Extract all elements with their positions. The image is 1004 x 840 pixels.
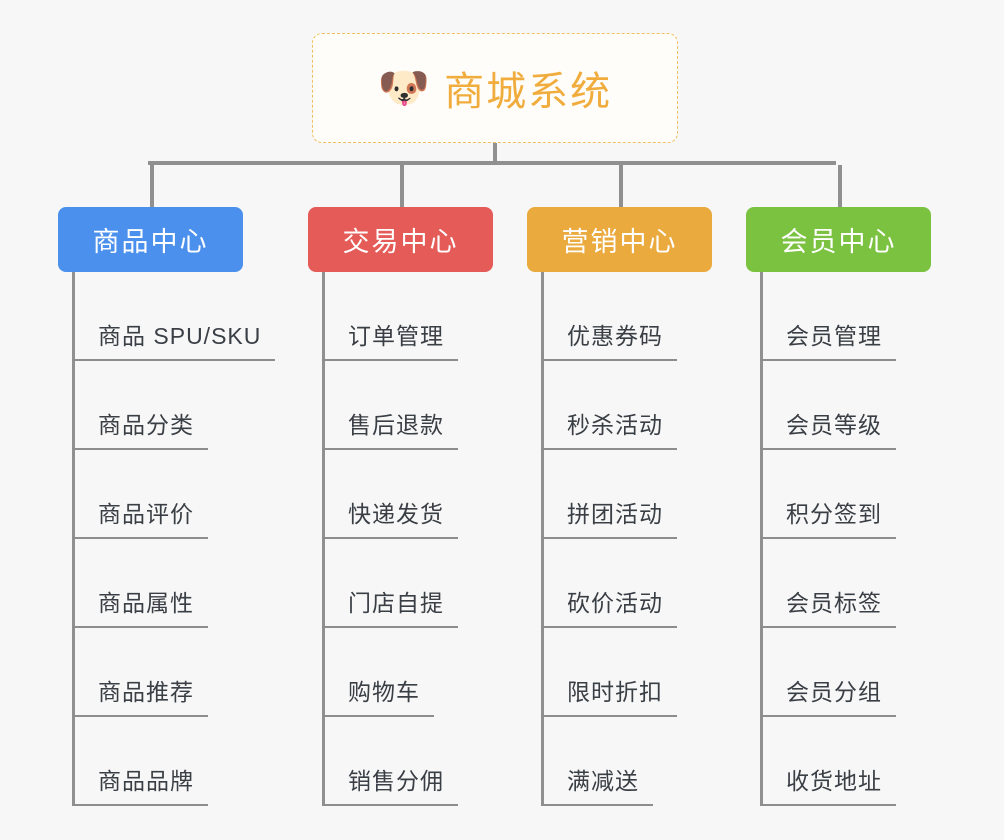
connector-root-stem: [493, 143, 497, 165]
leaf-underline: 商品品牌: [72, 762, 208, 806]
leaf-underline: 门店自提: [322, 584, 458, 628]
list-item[interactable]: 商品推荐: [72, 628, 262, 717]
leaf-list-trade-center: 订单管理 售后退款 快递发货 门店自提 购物车 销售分佣: [322, 272, 512, 806]
list-item[interactable]: 售后退款: [322, 361, 512, 450]
root-node-mall-system[interactable]: 🐶 商城系统: [312, 33, 678, 143]
leaf-underline: 售后退款: [322, 406, 458, 450]
root-node-title: 商城系统: [444, 70, 613, 114]
list-item[interactable]: 会员管理: [760, 272, 950, 361]
leaf-list-product-center: 商品 SPU/SKU 商品分类 商品评价 商品属性 商品推荐 商品品牌: [72, 272, 276, 806]
leaf-underline: 商品属性: [72, 584, 208, 628]
list-item[interactable]: 砍价活动: [541, 539, 731, 628]
leaf-underline: 会员标签: [760, 584, 896, 628]
leaf-underline: 积分签到: [760, 495, 896, 539]
list-item[interactable]: 商品品牌: [72, 717, 262, 806]
list-item[interactable]: 商品分类: [72, 361, 262, 450]
list-item[interactable]: 快递发货: [322, 450, 512, 539]
leaf-label: 会员等级: [786, 412, 882, 438]
leaf-label: 门店自提: [348, 590, 444, 616]
leaf-label: 优惠券码: [567, 323, 663, 349]
leaf-underline: 商品 SPU/SKU: [72, 317, 276, 361]
connector-drop-trade-center: [400, 165, 404, 207]
list-item[interactable]: 订单管理: [322, 272, 512, 361]
list-item[interactable]: 收货地址: [760, 717, 950, 806]
leaf-label: 会员分组: [786, 679, 882, 705]
leaf-label: 购物车: [348, 679, 420, 705]
list-item[interactable]: 购物车: [322, 628, 512, 717]
category-header-label: 交易中心: [342, 227, 459, 257]
leaf-label: 满减送: [567, 768, 639, 794]
connector-drop-member-center: [838, 165, 842, 207]
connector-horizontal-bus: [148, 161, 836, 165]
list-item[interactable]: 优惠券码: [541, 272, 731, 361]
list-item[interactable]: 会员标签: [760, 539, 950, 628]
leaf-underline: 购物车: [322, 673, 434, 717]
leaf-list-member-center: 会员管理 会员等级 积分签到 会员标签 会员分组 收货地址: [760, 272, 950, 806]
leaf-underline: 优惠券码: [541, 317, 677, 361]
leaf-underline: 商品分类: [72, 406, 208, 450]
leaf-label: 收货地址: [786, 768, 882, 794]
leaf-label: 商品品牌: [98, 768, 194, 794]
category-header-product-center[interactable]: 商品中心: [58, 207, 243, 272]
leaf-label: 拼团活动: [567, 501, 663, 527]
list-item[interactable]: 会员等级: [760, 361, 950, 450]
list-item[interactable]: 销售分佣: [322, 717, 512, 806]
leaf-underline: 砍价活动: [541, 584, 677, 628]
leaf-underline: 快递发货: [322, 495, 458, 539]
leaf-underline: 会员等级: [760, 406, 896, 450]
list-item[interactable]: 拼团活动: [541, 450, 731, 539]
list-item[interactable]: 满减送: [541, 717, 731, 806]
list-item[interactable]: 门店自提: [322, 539, 512, 628]
leaf-label: 会员管理: [786, 323, 882, 349]
list-item[interactable]: 商品属性: [72, 539, 262, 628]
leaf-underline: 满减送: [541, 762, 653, 806]
leaf-underline: 会员分组: [760, 673, 896, 717]
list-item[interactable]: 积分签到: [760, 450, 950, 539]
leaf-underline: 拼团活动: [541, 495, 677, 539]
leaf-underline: 限时折扣: [541, 673, 677, 717]
category-header-trade-center[interactable]: 交易中心: [308, 207, 493, 272]
category-header-label: 会员中心: [780, 227, 897, 257]
leaf-label: 限时折扣: [567, 679, 663, 705]
leaf-label: 商品推荐: [98, 679, 194, 705]
leaf-label: 会员标签: [786, 590, 882, 616]
list-item[interactable]: 限时折扣: [541, 628, 731, 717]
leaf-label: 快递发货: [348, 501, 444, 527]
leaf-underline: 会员管理: [760, 317, 896, 361]
list-item[interactable]: 商品评价: [72, 450, 262, 539]
leaf-label: 商品评价: [98, 501, 194, 527]
leaf-label: 积分签到: [786, 501, 882, 527]
leaf-label: 商品分类: [98, 412, 194, 438]
category-header-member-center[interactable]: 会员中心: [746, 207, 931, 272]
leaf-underline: 商品推荐: [72, 673, 208, 717]
leaf-underline: 订单管理: [322, 317, 458, 361]
leaf-label: 商品 SPU/SKU: [98, 323, 262, 349]
leaf-label: 销售分佣: [348, 768, 444, 794]
category-header-label: 营销中心: [561, 227, 678, 257]
leaf-list-marketing-center: 优惠券码 秒杀活动 拼团活动 砍价活动 限时折扣 满减送: [541, 272, 731, 806]
list-item[interactable]: 会员分组: [760, 628, 950, 717]
category-header-marketing-center[interactable]: 营销中心: [527, 207, 712, 272]
leaf-label: 订单管理: [348, 323, 444, 349]
leaf-underline: 商品评价: [72, 495, 208, 539]
leaf-label: 商品属性: [98, 590, 194, 616]
list-item[interactable]: 秒杀活动: [541, 361, 731, 450]
leaf-underline: 销售分佣: [322, 762, 458, 806]
category-header-label: 商品中心: [92, 227, 209, 257]
leaf-underline: 秒杀活动: [541, 406, 677, 450]
dog-face-icon: 🐶: [377, 64, 431, 111]
list-item[interactable]: 商品 SPU/SKU: [72, 272, 276, 361]
leaf-underline: 收货地址: [760, 762, 896, 806]
leaf-label: 砍价活动: [567, 590, 663, 616]
connector-drop-product-center: [150, 165, 154, 207]
leaf-label: 秒杀活动: [567, 412, 663, 438]
connector-drop-marketing-center: [619, 165, 623, 207]
leaf-label: 售后退款: [348, 412, 444, 438]
